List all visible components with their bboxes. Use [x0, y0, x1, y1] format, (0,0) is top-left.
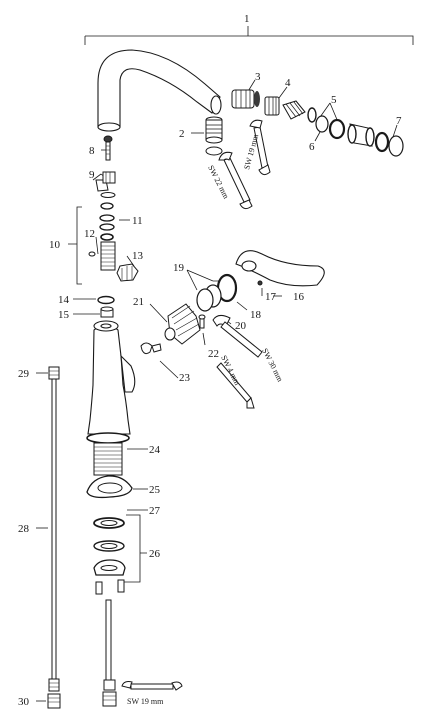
supply-hose-left: [47, 366, 61, 709]
callout-27: 27: [149, 505, 161, 517]
callout-7: 7: [396, 115, 402, 127]
hex-key-sw4: [216, 362, 255, 409]
spout-part: [97, 49, 222, 132]
callout-24: 24: [149, 444, 161, 456]
callout-22: 22: [208, 348, 219, 360]
callout-19: 19: [173, 262, 185, 274]
nut-18: [196, 284, 222, 312]
mixer-cartridge: [164, 303, 201, 345]
callout-21: 21: [133, 296, 144, 308]
nut-9: [95, 171, 116, 198]
supply-hose-right: [102, 679, 117, 707]
callout-6: 6: [309, 141, 315, 153]
callout-15: 15: [58, 309, 70, 321]
callout-16: 16: [293, 291, 305, 303]
center-stud: [105, 599, 112, 681]
wrench-sw22: [218, 151, 253, 210]
label-sw19-bottom: SW 19 mm: [127, 697, 164, 706]
callout-9: 9: [89, 169, 95, 181]
callout-17: 17: [265, 291, 277, 303]
faucet-body: [87, 320, 136, 435]
callout-25: 25: [149, 484, 161, 496]
fixing-plate: [86, 475, 133, 499]
o-rings-5: [307, 107, 346, 140]
callout-28: 28: [18, 523, 30, 535]
washer-stack: [93, 517, 126, 595]
callout-numbers: 1 2 3 4 5 6 7 8 9 10 11 12 13 14 15 16 1…: [18, 13, 402, 708]
clip-23: [140, 342, 162, 355]
callout-12: 12: [84, 228, 95, 240]
spout-connector: [282, 100, 306, 120]
ring-14: [97, 295, 115, 305]
tool-labels: SW 19 mm SW 22 mm SW 30 mm SW 4 mm SW 19…: [127, 132, 285, 706]
end-ring-7: [388, 135, 404, 157]
wrench-sw30: [212, 314, 263, 358]
callout-13: 13: [132, 250, 144, 262]
callout-18: 18: [250, 309, 262, 321]
callout-14: 14: [58, 294, 70, 306]
callout-11: 11: [132, 215, 143, 227]
grub-screw-17: [257, 280, 263, 286]
callout-5: 5: [331, 94, 337, 106]
callout-23: 23: [179, 372, 191, 384]
callout-26: 26: [149, 548, 161, 560]
wrench-sw19-bottom: [121, 681, 183, 691]
callout-29: 29: [18, 368, 30, 380]
spout-sleeve: [347, 123, 390, 153]
diverter-cartridge: [231, 89, 260, 109]
callout-4: 4: [285, 77, 291, 89]
threaded-shank: [86, 432, 130, 476]
threaded-cartridge: [88, 241, 116, 271]
callout-30: 30: [18, 696, 30, 708]
lever-handle: [235, 250, 325, 287]
hex-nut-13: [116, 263, 139, 282]
callout-2: 2: [179, 128, 185, 140]
callout-10: 10: [49, 239, 61, 251]
wrench-sw19-top: [249, 119, 271, 176]
callout-8: 8: [89, 145, 95, 157]
label-sw30: SW 30 mm: [260, 347, 285, 384]
ring-stack-11: [99, 202, 115, 241]
callout-1: 1: [244, 13, 250, 25]
callout-3: 3: [255, 71, 261, 83]
label-sw19-top: SW 19 mm: [242, 132, 260, 170]
screw-22: [198, 314, 206, 329]
label-sw22: SW 22 mm: [206, 164, 231, 201]
spout-nut: [264, 96, 280, 116]
screw-8: [103, 135, 113, 161]
aerator: [205, 116, 223, 156]
nut-15: [100, 306, 114, 318]
callout-20: 20: [235, 320, 247, 332]
